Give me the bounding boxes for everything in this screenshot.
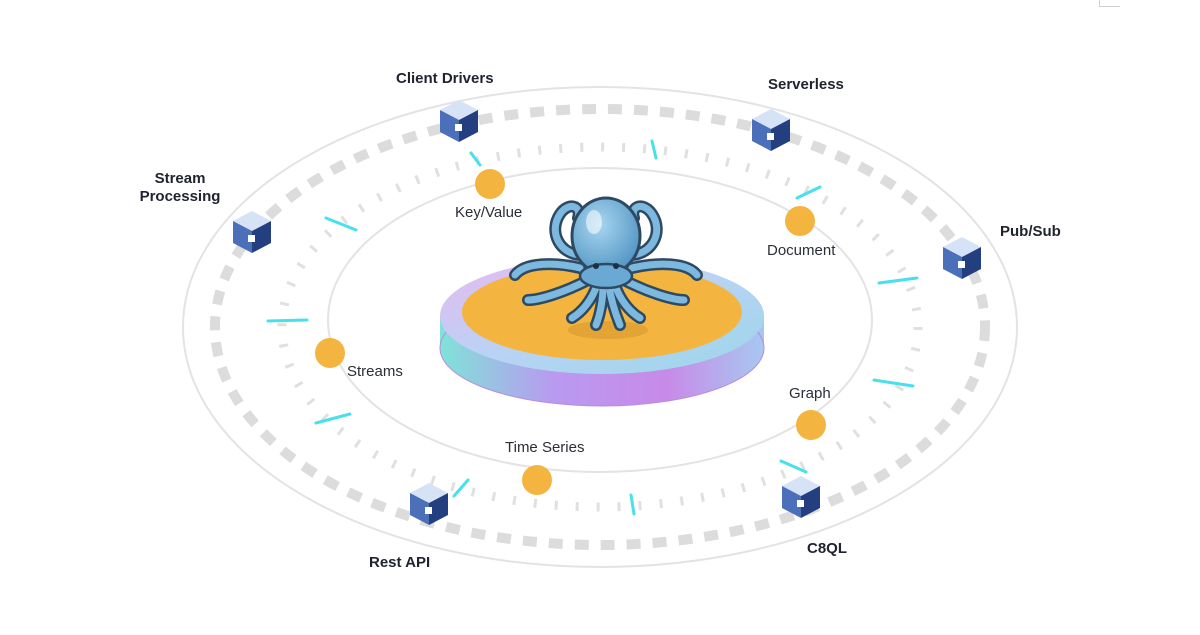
corner-mark <box>1099 0 1120 7</box>
document-label: Document <box>767 242 836 259</box>
streams-label: Streams <box>347 363 403 380</box>
dashed-band <box>210 104 990 550</box>
streams-dot <box>315 338 345 368</box>
c8ql-cube-icon <box>782 476 820 518</box>
client-drivers-cube-icon <box>440 100 478 142</box>
serverless-cube-icon <box>752 109 790 151</box>
pub-sub-cube-icon <box>943 237 981 279</box>
key-value-dot <box>475 169 505 199</box>
stream-processing-label: Stream Processing <box>120 170 240 206</box>
time-series-label: Time Series <box>505 439 585 456</box>
client-drivers-label: Client Drivers <box>396 70 494 87</box>
rest-api-cube-icon <box>410 483 448 525</box>
serverless-label: Serverless <box>768 76 844 93</box>
document-dot <box>785 206 815 236</box>
inner-node-dots <box>315 169 826 495</box>
accent-ticks <box>266 139 919 516</box>
graph-label: Graph <box>789 385 831 402</box>
tick-ring <box>277 142 923 512</box>
pub-sub-label: Pub/Sub <box>1000 223 1061 240</box>
outer-node-cubes <box>233 100 981 525</box>
c8ql-label: C8QL <box>807 540 848 557</box>
octopus-icon <box>509 196 703 331</box>
stream-processing-cube-icon <box>233 211 271 253</box>
key-value-label: Key/Value <box>455 204 523 221</box>
graph-dot <box>796 410 826 440</box>
time-series-dot <box>522 465 552 495</box>
outer-ring <box>182 86 1018 568</box>
stream-processing-label-line2: Processing <box>139 188 221 205</box>
inner-ring <box>327 167 873 473</box>
stream-processing-label-line1: Stream <box>154 170 206 187</box>
rest-api-label: Rest API <box>369 554 431 571</box>
